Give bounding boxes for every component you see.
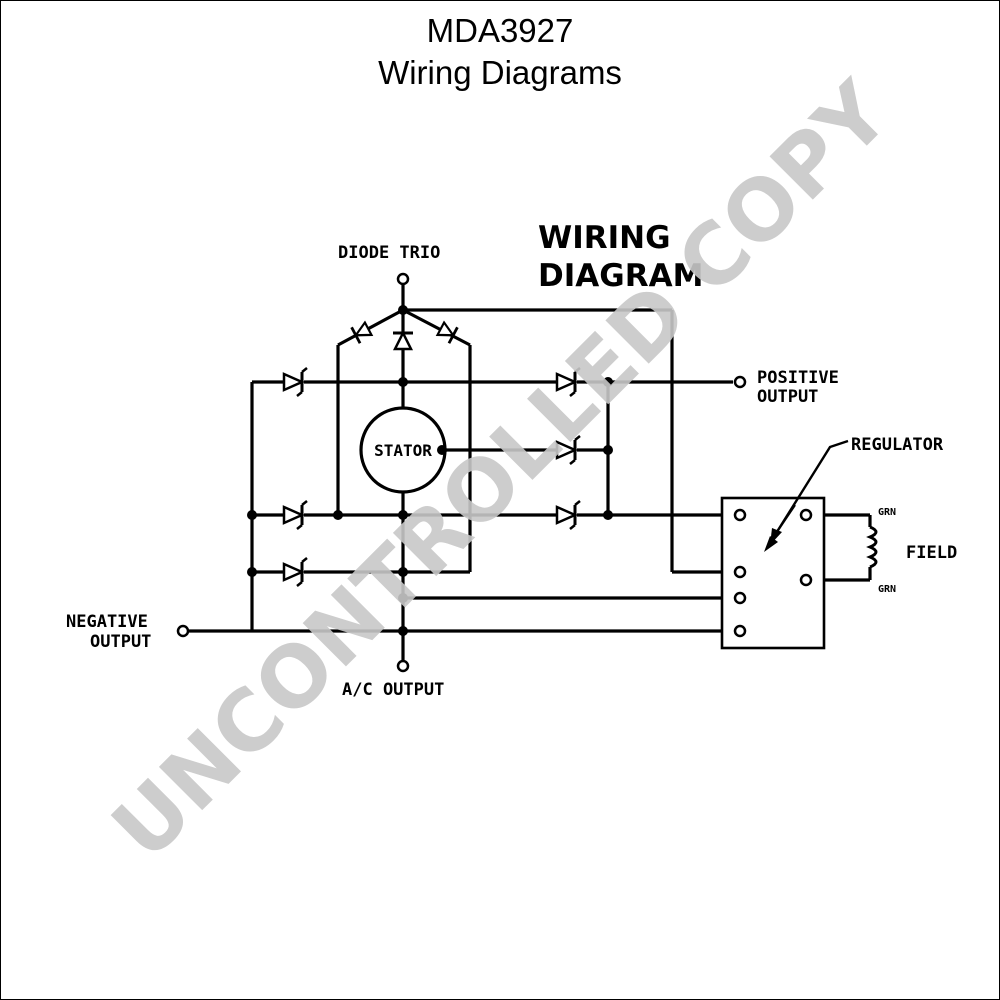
terminals <box>176 272 747 673</box>
field-coil <box>866 515 878 580</box>
rectifier-diodes <box>282 367 581 587</box>
document-title: MDA3927 <box>426 12 574 49</box>
diagram-heading-line1: WIRING <box>538 220 671 256</box>
stator-label: STATOR <box>374 441 432 460</box>
field-label: FIELD <box>906 543 957 563</box>
positive-output-label-line1: POSITIVE <box>757 368 839 388</box>
document-subtitle: Wiring Diagrams <box>378 54 622 91</box>
diode-trio <box>350 320 459 351</box>
regulator <box>720 439 849 650</box>
stator: STATOR <box>359 406 447 494</box>
watermark: UNCONTROLLED COPY <box>93 63 908 878</box>
ac-output-label: A/C OUTPUT <box>342 680 444 700</box>
diagram-heading-line2: DIAGRAM <box>538 258 703 294</box>
negative-output-label-line1: NEGATIVE <box>66 612 148 632</box>
grn-bottom-label: GRN <box>878 584 896 595</box>
junction-dots <box>247 305 613 636</box>
positive-output-label-line2: OUTPUT <box>757 387 818 407</box>
diode-trio-label: DIODE TRIO <box>338 243 440 263</box>
negative-output-label-line2: OUTPUT <box>90 632 151 652</box>
grn-top-label: GRN <box>878 507 896 518</box>
regulator-label: REGULATOR <box>851 435 944 455</box>
